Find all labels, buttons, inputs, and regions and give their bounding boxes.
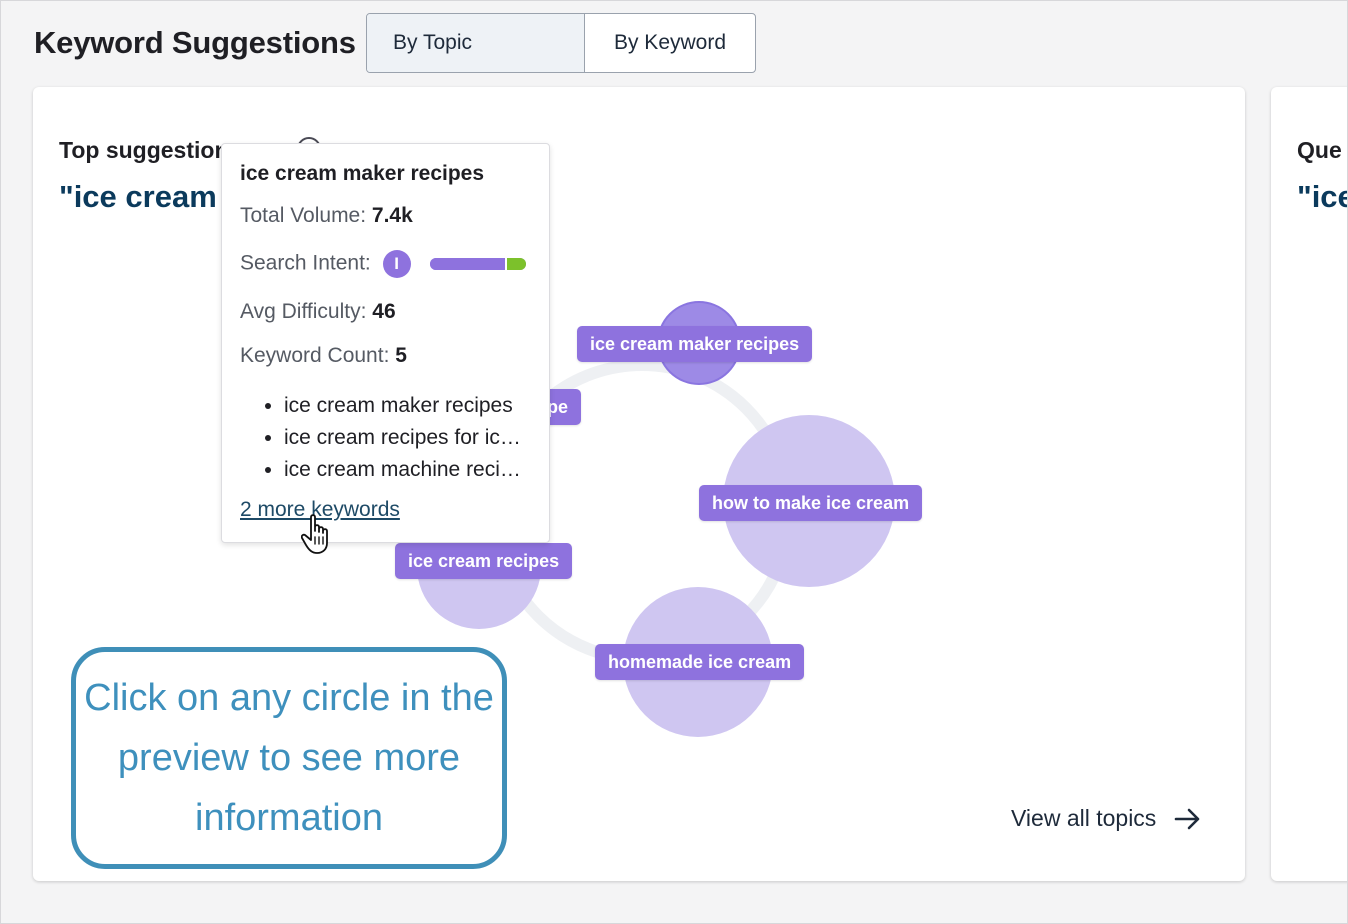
node-label-how-to-make-ice-cream[interactable]: how to make ice cream — [699, 485, 923, 521]
avg-difficulty-label: Avg Difficulty: — [240, 300, 367, 323]
search-intent-row: Search Intent: I — [240, 250, 527, 278]
page-title: Keyword Suggestions — [34, 25, 356, 60]
intent-badge: I — [382, 250, 411, 278]
view-all-label: View all topics — [1011, 805, 1157, 831]
tab-by-keyword[interactable]: By Keyword — [613, 31, 727, 54]
total-volume-row: Total Volume: 7.4k — [240, 204, 413, 228]
help-callout: Click on any circle in the preview to se… — [71, 647, 507, 869]
arrow-right-icon — [1175, 808, 1200, 829]
topic-tooltip: ice cream maker recipes Total Volume: 7.… — [221, 143, 550, 543]
section-label: Top suggestion — [59, 137, 229, 163]
node-label-homemade-ice-cream[interactable]: homemade ice cream — [595, 644, 805, 680]
section-label: Que — [1297, 137, 1342, 163]
list-item: ice cream maker recipes — [284, 390, 521, 422]
suggestion-topic: "ice cream r — [59, 179, 238, 214]
total-volume-label: Total Volume: — [240, 204, 367, 227]
avg-difficulty-value: 46 — [372, 300, 396, 323]
search-intent-label: Search Intent: — [240, 251, 371, 275]
avg-difficulty-row: Avg Difficulty: 46 — [240, 300, 396, 324]
view-toggle: By Topic By Keyword — [366, 13, 756, 73]
more-keywords-link[interactable]: 2 more keywords — [240, 498, 400, 521]
keyword-count-row: Keyword Count: 5 — [240, 344, 407, 368]
hand-cursor-icon — [301, 514, 328, 554]
keyword-count-label: Keyword Count: — [240, 344, 390, 367]
list-item: ice cream recipes for ic… — [284, 422, 521, 454]
list-item: ice cream machine reci… — [284, 454, 521, 486]
intent-bar-commercial — [505, 258, 527, 270]
intent-bar — [430, 258, 527, 270]
question-suggestion-card: Que "ice — [1271, 87, 1347, 881]
tab-by-topic[interactable]: By Topic — [367, 14, 585, 72]
total-volume-value: 7.4k — [371, 204, 413, 227]
node-label-ice-cream-recipes[interactable]: ice cream recipes — [395, 543, 573, 579]
keyword-count-value: 5 — [395, 344, 407, 367]
view-all-topics-link[interactable]: View all topics — [1011, 805, 1202, 832]
callout-text: Click on any circle in the preview to se… — [84, 677, 494, 839]
intent-bar-informational — [430, 258, 508, 270]
tooltip-title: ice cream maker recipes — [240, 162, 485, 185]
topic-graph: ice cream maker recipes pe how to make i… — [33, 87, 1245, 881]
suggestion-topic: "ice — [1297, 179, 1347, 214]
keyword-list: ice cream maker recipes ice cream recipe… — [240, 390, 521, 486]
node-label-ice-cream-maker-recipes[interactable]: ice cream maker recipes — [577, 326, 813, 362]
